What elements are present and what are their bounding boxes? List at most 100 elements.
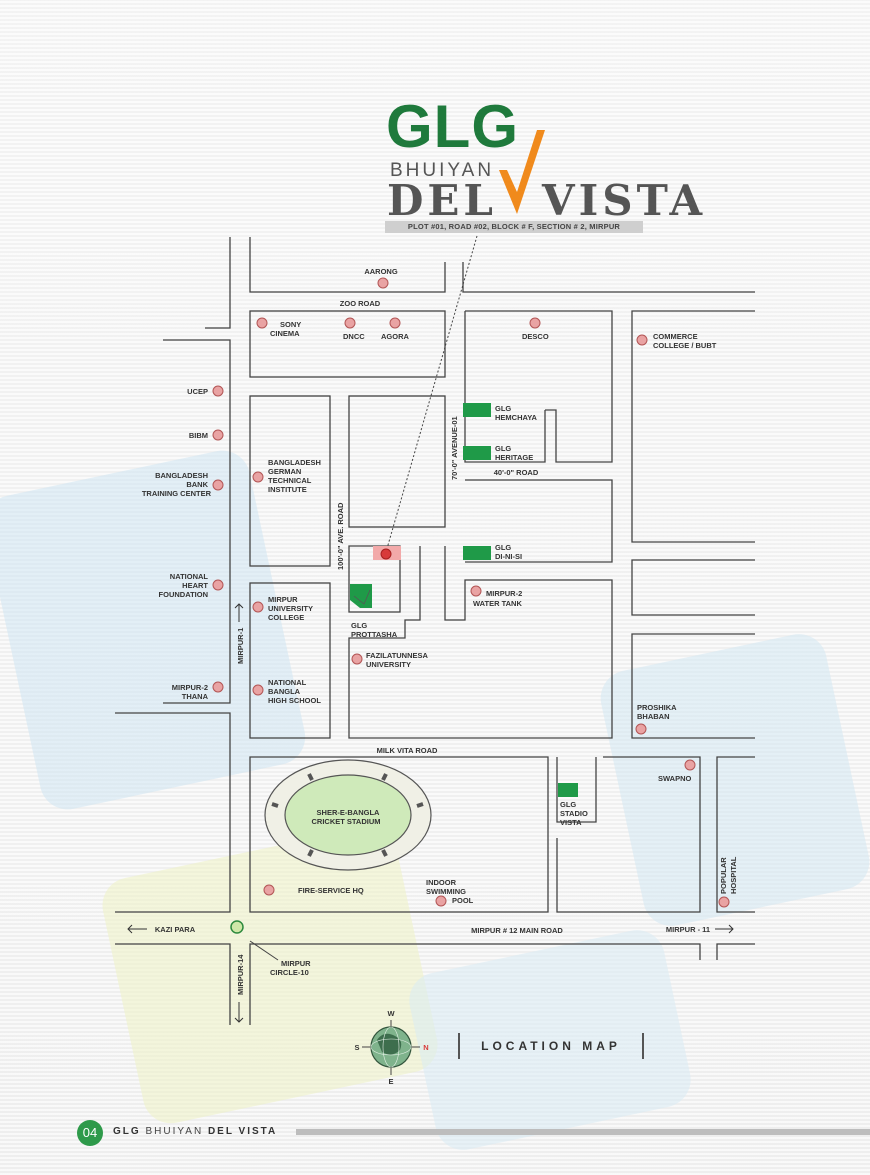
block-fazila [348,546,613,739]
block-desco [465,310,613,463]
road-edge [462,262,755,293]
poi-marker-swapno [684,759,696,771]
prottasha-pointer [353,589,371,605]
poi-marker-fazila [351,653,363,665]
poi-circle-label-2: CIRCLE-10 [270,968,309,977]
poi-stadium-label-1: SHER-E-BANGLA [317,808,380,817]
block-swapno [556,756,701,913]
road-mirpur11-label: MIRPUR - 11 [666,925,710,934]
poi-desco-label: DESCO [522,332,549,341]
compass-e: E [388,1077,393,1086]
poi-sony-label: SONY [280,320,301,329]
road-100-label: 100'-0" AVE. ROAD [336,502,345,570]
project-stadio-marker [558,783,578,797]
poi-marker-bdbank [212,479,224,491]
poi-pool-label-2: SWIMMING [426,887,466,896]
block-southwest [115,712,231,913]
poi-pool-label-3: POOL [452,896,474,905]
logo: GLG BHUIYAN DEL VISTA PLOT #01, ROAD #02… [0,0,870,240]
poi-marker-fire [263,884,275,896]
footer-brand: GLG BHUIYAN DEL VISTA [113,1126,277,1137]
poi-fazila-label-1: FAZILATUNNESA [366,651,429,660]
block-upper-mid [348,395,446,528]
mirpur-circle-marker [230,920,244,934]
poi-bgti-label-1: BANGLADESH [268,458,321,467]
poi-marker-popular [718,896,730,908]
project-hemchaya-label-2: HEMCHAYA [495,413,538,422]
road-edge-south [115,943,231,1025]
poi-marker-nbhs [252,684,264,696]
road-kazipara-label: KAZI PARA [155,925,196,934]
poi-fire-label: FIRE-SERVICE HQ [298,886,364,895]
project-hemchaya-marker [463,403,491,417]
poi-bibm-label: BIBM [189,431,208,440]
poi-watertank-label-1: MIRPUR-2 [486,589,522,598]
road-avenue1-label: 70'-0" AVENUE-01 [450,416,459,480]
compass-w: W [387,1009,395,1018]
road-mirpur14-label: MIRPUR-14 [236,954,245,995]
poi-muc-label-3: COLLEGE [268,613,304,622]
project-prottasha-label-2: PROTTASHA [351,630,398,639]
poi-bgti-label-2: GERMAN [268,467,301,476]
block-muc [249,582,331,739]
road-mirpur12-label: MIRPUR # 12 MAIN ROAD [471,926,563,935]
poi-bdbank-label-2: BANK [186,480,208,489]
poi-ucep-label: UCEP [187,387,208,396]
project-heritage-marker [463,446,491,460]
road-edge-south-2 [249,943,701,1025]
arrow-mirpur14 [234,1002,244,1023]
compass-s: S [354,1043,359,1052]
block-bgti [249,395,331,567]
poi-circle-label-1: MIRPUR [281,959,311,968]
project-stadio-label-2: STADIO [560,809,588,818]
road-milkvita-label: MILK VITA ROAD [377,746,438,755]
poi-nbhs-label-1: NATIONAL [268,678,307,687]
arrow-mirpur1 [234,603,244,622]
project-prottasha-label-1: GLG [351,621,367,630]
footer-bar [296,1129,870,1135]
poi-stadium-label-2: CRICKET STADIUM [311,817,380,826]
poi-nbhs-label-3: HIGH SCHOOL [268,696,321,705]
poi-cinema-label: CINEMA [270,329,300,338]
poi-marker-pool [435,895,447,907]
block-dinisi [465,479,613,563]
poi-agora-label: AGORA [381,332,410,341]
project-dinisi-label-2: DI-NI-SI [495,552,522,561]
poi-marker-proshika [635,723,647,735]
poi-nhf-label-1: NATIONAL [170,572,209,581]
poi-marker-watertank [470,585,482,597]
road-zoo-label: ZOO ROAD [340,299,381,308]
poi-muc-label-1: MIRPUR [268,595,298,604]
road-edge-south-3 [716,943,755,960]
poi-marker-nhf [212,579,224,591]
poi-bdbank-label-1: BANGLADESH [155,471,208,480]
poi-popular-label-1: POPULAR [719,857,728,894]
footer-glg: GLG [113,1126,141,1137]
pointer-line [385,235,478,553]
poi-aarong-label: AARONG [364,267,397,276]
site-marker [380,548,392,560]
poi-marker-sony [256,317,268,329]
road-edge [205,237,231,329]
poi-marker-m2thana [212,681,224,693]
logo-glg: GLG [386,93,519,160]
poi-nbhs-label-2: BANGLA [268,687,301,696]
poi-proshika-label-2: BHABAN [637,712,670,721]
page-number: 04 [77,1120,103,1146]
poi-proshika-label-1: PROSHIKA [637,703,677,712]
block-east-mid [631,559,755,616]
poi-bgti-label-4: INSTITUTE [268,485,307,494]
project-heritage-label-2: HERITAGE [495,453,533,462]
block-popular [716,756,755,913]
poi-marker-muc [252,601,264,613]
logo-vista: VISTA [542,176,707,225]
logo-del: DEL [387,176,497,225]
project-prottasha-marker [350,584,372,608]
poi-marker-bibm [212,429,224,441]
poi-m2thana-label-2: THANA [182,692,209,701]
compass: W S N E [354,1009,428,1086]
stadium-gates [271,773,424,857]
poi-marker-dncc [344,317,356,329]
poi-m2thana-label-1: MIRPUR-2 [172,683,208,692]
